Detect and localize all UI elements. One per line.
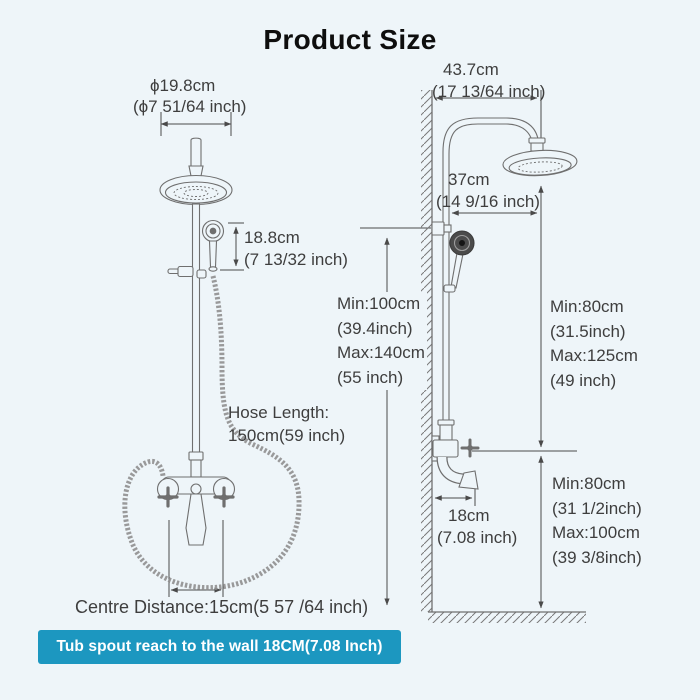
label-centre-distance: Centre Distance:15cm(5 57 /64 inch) — [75, 597, 369, 617]
hand-shower-left — [196, 219, 225, 279]
label-hand-shower-cm: 18.8cm — [244, 228, 300, 247]
shower-hose — [122, 275, 302, 591]
tub-spout-left — [185, 493, 207, 546]
label-head-to-valve: Min:80cm (31.5inch) Max:125cm (49 inch) — [548, 295, 640, 393]
hand-shower-right — [443, 230, 475, 293]
label-head-offset-cm: 37cm — [448, 170, 490, 189]
label-hand-shower-inch: (7 13/32 inch) — [244, 250, 348, 269]
label-riser-height: Min:100cm (39.4inch) Max:140cm (55 inch) — [335, 292, 427, 390]
label-hose-length-title: Hose Length: — [228, 403, 330, 422]
tub-spout-banner: Tub spout reach to the wall 18CM(7.08 In… — [38, 630, 401, 664]
riser-pipe-left — [191, 203, 201, 479]
tub-spout-banner-text: Tub spout reach to the wall 18CM(7.08 In… — [56, 638, 383, 655]
label-top-width-inch: (17 13/64 inch) — [432, 82, 546, 101]
wall-bracket — [431, 221, 445, 236]
dimension-lines — [160, 90, 577, 609]
rain-shower-head-left — [159, 174, 233, 206]
riser-pipe-right — [442, 117, 540, 442]
label-hose-length-value: 150cm(59 inch) — [228, 426, 346, 445]
label-spout-reach-inch: (7.08 inch) — [437, 528, 518, 547]
tub-spout-right — [431, 419, 480, 490]
label-head-offset-inch: (14 9/16 inch) — [436, 192, 540, 211]
page-title: Product Size — [263, 24, 437, 55]
floor-hatch — [428, 612, 586, 623]
label-spout-reach-cm: 18cm — [448, 506, 490, 525]
label-top-width-cm: 43.7cm — [443, 60, 499, 79]
label-head-diameter-cm: ϕ19.8cm — [150, 76, 216, 95]
label-valve-height: Min:80cm (31 1/2inch) Max:100cm (39 3/8i… — [550, 472, 644, 570]
rain-shower-head-right — [502, 149, 578, 177]
label-head-diameter-inch: (ϕ7 51/64 inch) — [133, 97, 247, 116]
left-figure — [122, 137, 302, 591]
